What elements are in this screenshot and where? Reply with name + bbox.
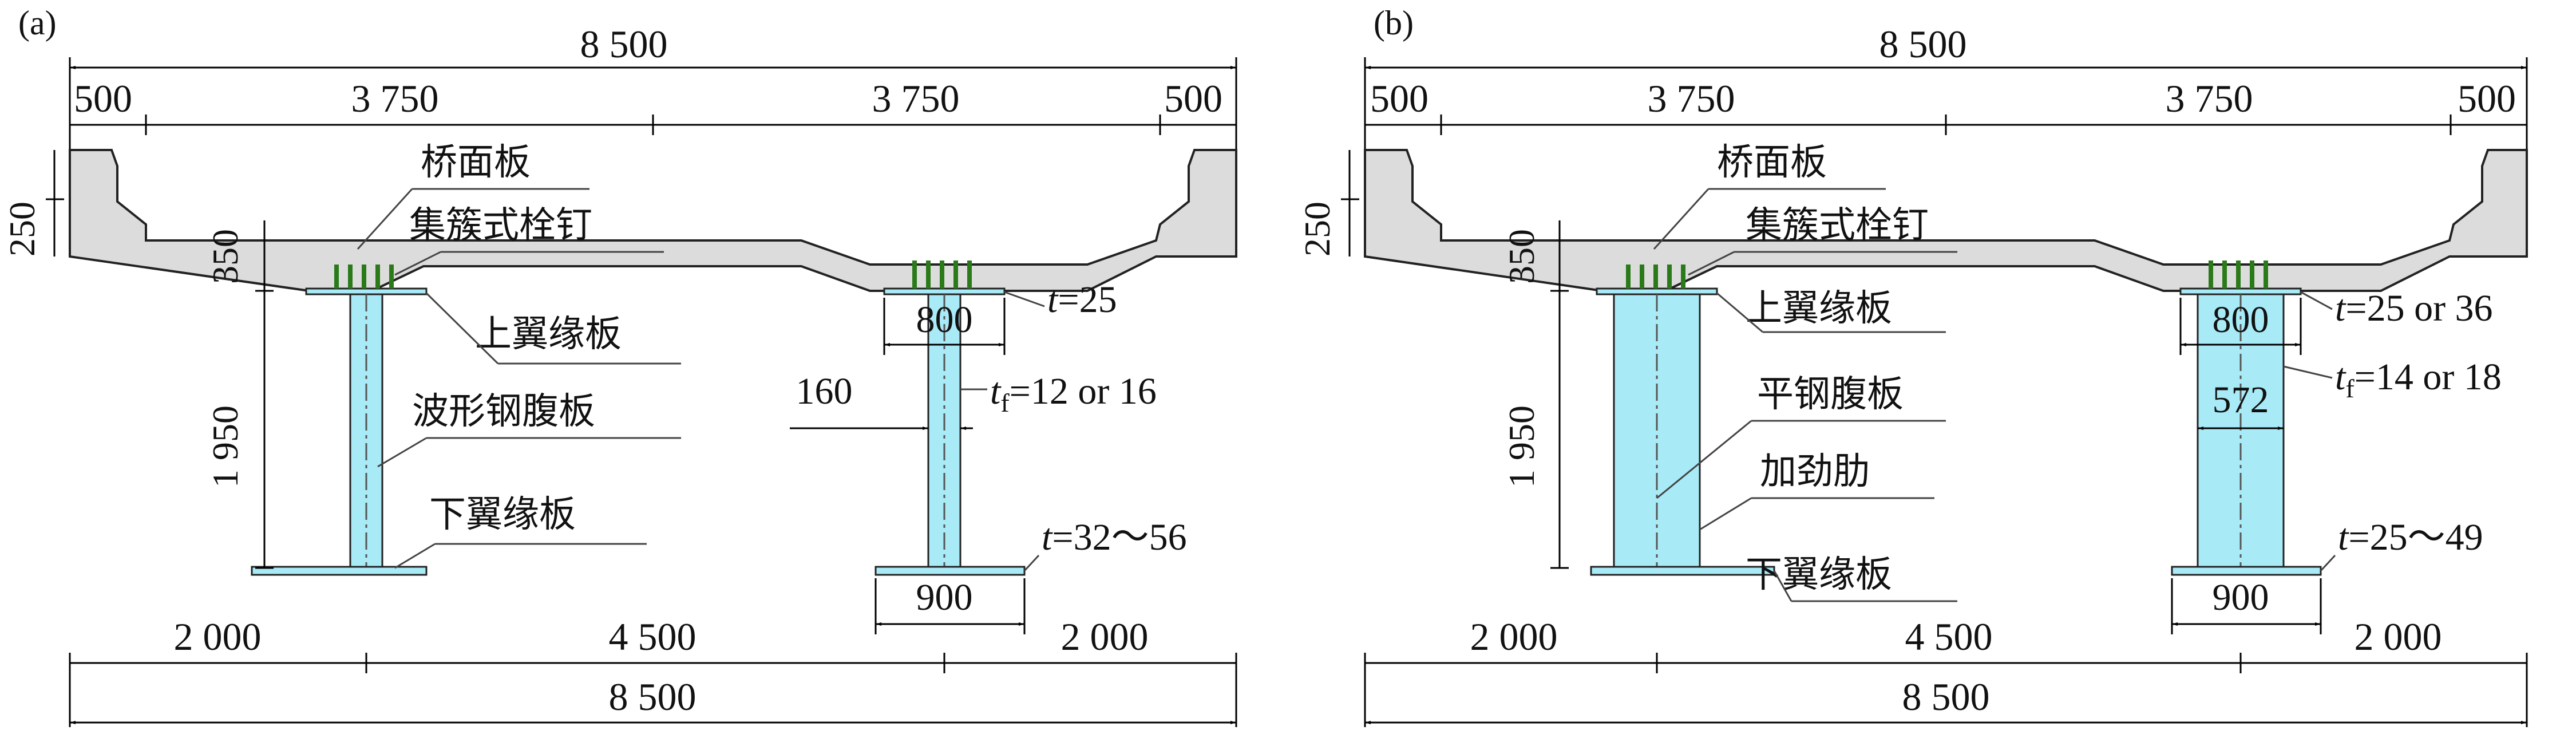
panel-a-web-thickness: tf=12 or 16 xyxy=(990,370,1157,417)
panel-b-label-studs: 集簇式栓钉 xyxy=(1746,204,1929,247)
panel-a-label-web: 波形钢腹板 xyxy=(412,390,595,433)
panel-a-bottom-flange-width: 900 xyxy=(916,577,973,618)
panel-a-label-top-flange: 上翼缘板 xyxy=(475,313,622,356)
panel-b-bottom-seg-1: 2 000 xyxy=(1470,615,1558,658)
panel-b-left-studs xyxy=(1626,265,1685,289)
panel-b-bottom-seg-2: 4 500 xyxy=(1905,615,1993,658)
panel-b-top-seg-3: 3 750 xyxy=(2166,77,2253,120)
panel-a-left-bottom-flange xyxy=(251,566,428,576)
panel-a-label-deck: 桥面板 xyxy=(421,141,531,184)
panel-a-bottom-flange-thickness: t=32～56 xyxy=(1042,516,1187,558)
panel-b-bottom-flange-width: 900 xyxy=(2213,577,2269,618)
panel-a-bottom-seg-3: 2 000 xyxy=(1061,615,1149,658)
panel-a-top-flange-width: 800 xyxy=(916,299,973,341)
panel-b-right-studs xyxy=(2209,261,2268,289)
panel-b-top-flange-width: 800 xyxy=(2213,299,2269,341)
panel-a-bottom-seg-2: 4 500 xyxy=(609,615,697,658)
panel-b-top-seg-2: 3 750 xyxy=(1648,77,1735,120)
panel-b-label-web: 平钢腹板 xyxy=(1757,373,1904,416)
panel-a-vert-350: 350 xyxy=(205,229,246,284)
panel-b-right-bottom-flange xyxy=(2171,566,2322,576)
panel-b-top-seg-1: 500 xyxy=(1370,77,1429,120)
panel-a-left-studs xyxy=(334,265,394,289)
panel-a-label: (a) xyxy=(18,4,57,42)
panel-b-deck-slab xyxy=(1364,149,2528,292)
panel-a-top-flange-thickness: t=25 xyxy=(1047,279,1117,321)
panel-a-top-total-dim: 8 500 xyxy=(580,22,668,66)
panel-a-vert-1950: 1 950 xyxy=(205,405,246,488)
panel-a-label-bottom-flange: 下翼缘板 xyxy=(429,494,576,536)
panel-a-right-web xyxy=(927,293,961,569)
panel-b-stiffener-width: 572 xyxy=(2213,379,2269,421)
panel-a-bottom-total-dim: 8 500 xyxy=(609,675,697,719)
panel-b-bottom-flange-thickness: t=25～49 xyxy=(2338,516,2483,558)
panel-b: (b) 8 500 500 3 750 3 750 500 xyxy=(1297,4,2528,727)
panel-b-label-bottom-flange: 下翼缘板 xyxy=(1746,554,1892,596)
panel-b-label-top-flange: 上翼缘板 xyxy=(1746,287,1892,330)
panel-b-top-flange-thickness: t=25 or 36 xyxy=(2335,287,2493,329)
panel-b-web-thickness: tf=14 or 18 xyxy=(2335,356,2502,403)
panel-a-deck-slab xyxy=(69,149,1237,292)
panel-b-vert-350: 350 xyxy=(1501,229,1542,284)
panel-a-bottom-seg-1: 2 000 xyxy=(174,615,262,658)
panel-a-vert-250: 250 xyxy=(2,202,42,256)
panel-b-label: (b) xyxy=(1374,4,1414,42)
panel-a-top-seg-1: 500 xyxy=(74,77,132,120)
panel-b-bottom-seg-3: 2 000 xyxy=(2355,615,2442,658)
panel-b-label-deck: 桥面板 xyxy=(1717,141,1827,184)
panel-b-vert-250: 250 xyxy=(1297,202,1338,256)
panel-a-top-seg-2: 3 750 xyxy=(351,77,439,120)
panel-b-vert-1950: 1 950 xyxy=(1501,405,1542,488)
panel-a-web-offset: 160 xyxy=(796,370,853,412)
panel-a: (a) 8 500 500 3 750 3 750 500 xyxy=(2,4,1237,727)
panel-a-right-bottom-flange xyxy=(875,566,1026,576)
panel-a-top-seg-4: 500 xyxy=(1164,77,1222,120)
panel-a-label-studs: 集簇式栓钉 xyxy=(409,204,592,247)
panel-b-top-seg-4: 500 xyxy=(2458,77,2516,120)
panel-a-top-seg-3: 3 750 xyxy=(872,77,960,120)
panel-a-right-studs xyxy=(912,261,972,289)
panel-b-label-stiffener: 加劲肋 xyxy=(1760,451,1870,493)
panel-b-top-total-dim: 8 500 xyxy=(1879,22,1967,66)
panel-b-bottom-total-dim: 8 500 xyxy=(1902,675,1990,719)
